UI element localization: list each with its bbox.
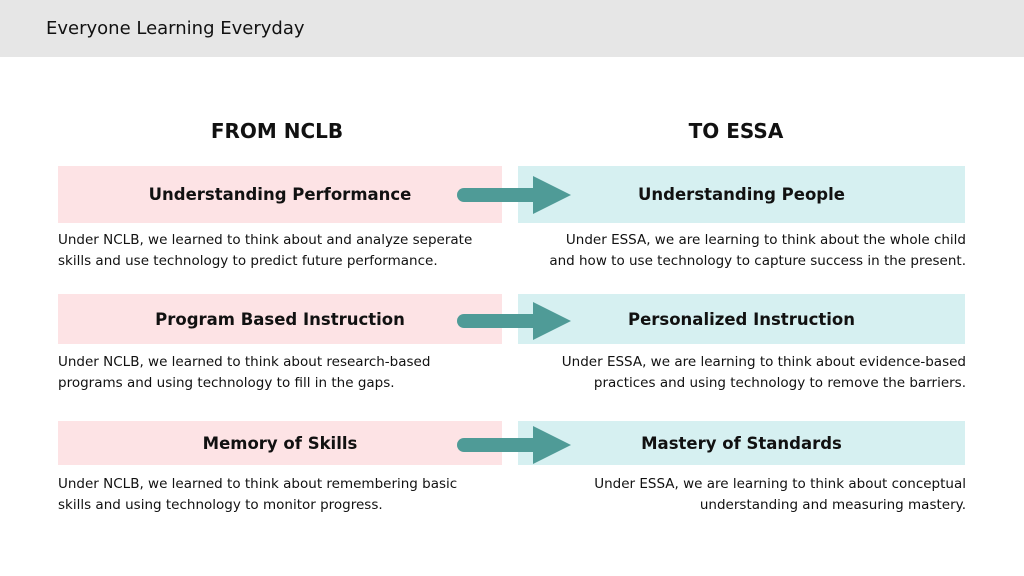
to-desc-2-line-2: practices and using technology to remove…	[593, 375, 966, 391]
from-heading: FROM NCLB	[210, 119, 344, 143]
to-desc-1: Under ESSA, we are learning to think abo…	[549, 230, 966, 272]
to-desc-1-line-2: and how to use technology to capture suc…	[549, 253, 966, 269]
from-desc-1-line-2: skills and use technology to predict fut…	[58, 253, 438, 269]
page-title: Everyone Learning Everyday	[46, 18, 305, 39]
to-box-1: Understanding People	[518, 166, 965, 223]
from-box-1: Understanding Performance	[58, 166, 502, 223]
from-desc-1-line-1: Under NCLB, we learned to think about an…	[58, 232, 473, 248]
from-box-2: Program Based Instruction	[58, 294, 502, 344]
from-desc-3-line-2: skills and using technology to monitor p…	[58, 497, 383, 513]
from-title-2: Program Based Instruction	[155, 309, 405, 329]
from-desc-2: Under NCLB, we learned to think about re…	[58, 352, 430, 394]
from-title-1: Understanding Performance	[148, 185, 412, 204]
to-title-1: Understanding People	[638, 185, 845, 204]
to-title-3: Mastery of Standards	[641, 433, 842, 453]
to-desc-2: Under ESSA, we are learning to think abo…	[562, 352, 966, 394]
to-heading: TO ESSA	[688, 119, 784, 143]
to-desc-1-line-1: Under ESSA, we are learning to think abo…	[565, 232, 966, 248]
header-bar: Everyone Learning Everyday	[0, 0, 1024, 57]
from-desc-1: Under NCLB, we learned to think about an…	[58, 230, 472, 272]
right-arrow-icon	[457, 302, 571, 340]
from-desc-2-line-1: Under NCLB, we learned to think about re…	[58, 354, 431, 370]
to-title-2: Personalized Instruction	[627, 309, 855, 329]
to-box-3: Mastery of Standards	[518, 421, 965, 465]
to-desc-2-line-1: Under ESSA, we are learning to think abo…	[561, 354, 966, 370]
right-arrow-icon	[457, 176, 571, 214]
to-desc-3-line-2: understanding and measuring mastery.	[699, 497, 966, 513]
from-title-3: Memory of Skills	[202, 433, 358, 453]
to-desc-3-line-1: Under ESSA, we are learning to think abo…	[594, 476, 966, 492]
to-desc-3: Under ESSA, we are learning to think abo…	[594, 474, 966, 516]
from-desc-2-line-2: programs and using technology to fill in…	[58, 375, 395, 391]
to-box-2: Personalized Instruction	[518, 294, 965, 344]
from-desc-3-line-1: Under NCLB, we learned to think about re…	[58, 476, 458, 492]
right-arrow-icon	[457, 426, 571, 464]
from-desc-3: Under NCLB, we learned to think about re…	[58, 474, 457, 516]
from-box-3: Memory of Skills	[58, 421, 502, 465]
